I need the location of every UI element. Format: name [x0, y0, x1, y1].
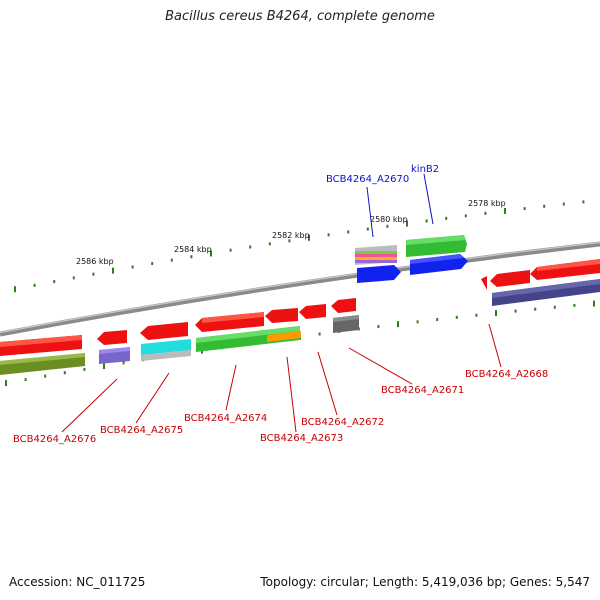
- scale-tick-minor: [377, 325, 380, 329]
- gene-feature-red-8[interactable]: [481, 276, 487, 290]
- scale-tick-minor: [92, 272, 95, 276]
- scale-tick-minor: [436, 318, 439, 322]
- scale-tick-minor: [582, 200, 585, 204]
- gene-feature-red-9[interactable]: [490, 270, 530, 287]
- scale-tick-major: [14, 286, 16, 293]
- gene-feature-red-5[interactable]: [265, 308, 298, 323]
- scale-tick-major: [593, 300, 595, 307]
- scale-tick-major: [5, 380, 7, 387]
- gene-feature-red-3[interactable]: [140, 322, 188, 340]
- scale-label-2586: 2586 kbp: [76, 257, 114, 266]
- scale-tick-minor: [327, 233, 330, 237]
- scale-tick-minor: [44, 374, 47, 378]
- scale-tick-minor: [318, 332, 321, 336]
- gene-label-A2670[interactable]: BCB4264_A2670: [326, 174, 409, 185]
- gene-label-A2674[interactable]: BCB4264_A2674: [184, 413, 267, 424]
- gene-label-kinB2[interactable]: kinB2: [411, 164, 439, 175]
- scale-tick-minor: [288, 239, 291, 243]
- scale-tick-minor: [53, 280, 56, 284]
- genome-summary-text: Topology: circular; Length: 5,419,036 bp…: [260, 575, 590, 589]
- reverse-features: [0, 259, 600, 375]
- gene-label-A2671[interactable]: BCB4264_A2671: [381, 385, 464, 396]
- scale-tick-minor: [573, 303, 576, 307]
- scale-tick-minor: [445, 216, 448, 220]
- scale-tick-minor: [122, 361, 125, 365]
- gene-feature-red-6[interactable]: [299, 304, 326, 319]
- scale-tick-minor: [523, 207, 526, 211]
- genome-backbone: [0, 241, 600, 337]
- accession-text: Accession: NC_011725: [9, 575, 146, 589]
- scale-tick-minor: [72, 276, 75, 280]
- scale-tick-major: [406, 220, 408, 227]
- scale-tick-minor: [33, 283, 36, 287]
- scale-tick-minor: [543, 204, 546, 208]
- scale-tick-minor: [268, 242, 271, 246]
- scale-label-2582: 2582 kbp: [272, 231, 310, 240]
- gene-label-A2676[interactable]: BCB4264_A2676: [13, 434, 96, 445]
- scale-label-2580: 2580 kbp: [370, 215, 408, 224]
- gene-feature-red-7[interactable]: [331, 298, 356, 313]
- scale-tick-major: [308, 234, 310, 241]
- scale-tick-minor: [170, 258, 173, 262]
- scale-tick-major: [112, 267, 114, 274]
- scale-label-2584: 2584 kbp: [174, 245, 212, 254]
- scale-tick-minor: [416, 320, 419, 324]
- scale-tick-minor: [24, 378, 27, 382]
- scale-tick-minor: [83, 367, 86, 371]
- gene-label-A2673[interactable]: BCB4264_A2673: [260, 433, 343, 444]
- gene-label-A2672[interactable]: BCB4264_A2672: [301, 417, 384, 428]
- scale-tick-minor: [386, 224, 389, 228]
- scale-tick-major: [397, 321, 399, 328]
- scale-tick-minor: [63, 371, 66, 375]
- gene-label-A2668[interactable]: BCB4264_A2668: [465, 369, 548, 380]
- scale-tick-minor: [455, 315, 458, 319]
- scale-tick-minor: [151, 262, 154, 266]
- scale-tick-minor: [249, 245, 252, 249]
- gene-feature-red-2[interactable]: [97, 330, 127, 345]
- scale-tick-minor: [347, 230, 350, 234]
- scale-tick-major: [504, 207, 506, 214]
- scale-tick-minor: [484, 211, 487, 215]
- scale-tick-major: [495, 310, 497, 317]
- scale-tick-minor: [366, 227, 369, 231]
- gene-feature-orange[interactable]: [267, 331, 301, 342]
- scale-tick-minor: [190, 255, 193, 259]
- scale-tick-major: [103, 363, 105, 370]
- gene-label-A2675[interactable]: BCB4264_A2675: [100, 425, 183, 436]
- scale-label-2578: 2578 kbp: [468, 199, 506, 208]
- gene-feature-cyan[interactable]: [141, 339, 191, 355]
- scale-tick-minor: [553, 305, 556, 309]
- map-title: Bacillus cereus B4264, complete genome: [165, 9, 435, 24]
- scale-tick-minor: [475, 313, 478, 317]
- scale-tick-minor: [229, 248, 232, 252]
- scale-tick-major: [210, 250, 212, 257]
- forward-features: [355, 235, 468, 283]
- scale-tick-minor: [425, 219, 428, 223]
- scale-tick-minor: [514, 309, 517, 313]
- gene-feature-blue-A2670[interactable]: [357, 265, 401, 283]
- scale-tick-minor: [562, 202, 565, 206]
- scale-tick-minor: [534, 307, 537, 311]
- outer-scale-ticks: [14, 200, 585, 293]
- scale-tick-minor: [131, 265, 134, 269]
- scale-tick-minor: [464, 214, 467, 218]
